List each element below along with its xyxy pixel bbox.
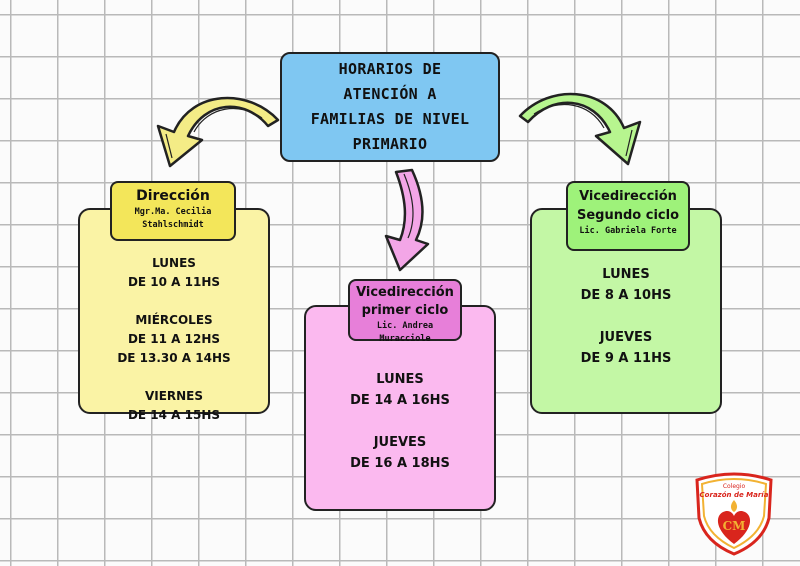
vice-segundo-heading-2: Segundo ciclo <box>576 208 679 223</box>
vice-segundo-person: Lic. Gabriela Forte <box>579 226 677 236</box>
direccion-day-1: LUNES <box>152 256 196 270</box>
direccion-time-1: DE 10 A 11HS <box>127 275 221 289</box>
vice-segundo-day-2: JUEVES <box>599 330 653 345</box>
logo-text-2: Corazón de María <box>700 491 769 499</box>
direccion-person-line-2: Stahlschmidt <box>142 220 204 230</box>
heart-icon <box>717 510 751 544</box>
vice-primer-day-2: JUEVES <box>373 435 427 450</box>
curved-arrow-left-icon <box>156 96 280 168</box>
direccion-time-2a: DE 11 A 12HS <box>127 332 221 346</box>
title-line-4: PRIMARIO <box>352 135 428 153</box>
direccion-panel: LUNES DE 10 A 11HS MIÉRCOLES DE 11 A 12H… <box>78 208 270 422</box>
curved-arrow-right-icon <box>518 92 642 166</box>
direccion-day-3: VIERNES <box>144 389 204 403</box>
vice-segundo-heading-1: Vicedirección <box>579 189 677 204</box>
vice-primer-panel: LUNES DE 14 A 16HS JUEVES DE 16 A 18HS <box>304 305 496 511</box>
vice-primer-time-1: DE 14 A 16HS <box>350 393 450 408</box>
flame-icon <box>730 500 738 512</box>
school-logo: Colegio Corazón de María CM <box>695 472 773 556</box>
direccion-time-3: DE 14 A 15HS <box>127 408 221 422</box>
vice-segundo-time-1: DE 8 A 10HS <box>580 288 672 303</box>
vice-primer-heading-2: primer ciclo <box>361 303 449 318</box>
title-box: HORARIOS DE ATENCIÓN A FAMILIAS DE NIVEL… <box>280 52 500 162</box>
direccion-person-line-1: Mgr.Ma. Cecilia <box>134 207 212 217</box>
vice-primer-label: Vicedirección primer ciclo Lic. Andrea M… <box>348 279 462 344</box>
vice-segundo-time-2: DE 9 A 11HS <box>580 351 672 366</box>
vice-primer-time-2: DE 16 A 18HS <box>350 456 450 471</box>
vice-primer-day-1: LUNES <box>376 372 424 387</box>
title-line-3: FAMILIAS DE NIVEL <box>310 110 470 128</box>
direccion-day-2: MIÉRCOLES <box>135 313 213 327</box>
logo-text-1: Colegio <box>723 483 746 490</box>
direccion-label: Dirección Mgr.Ma. Cecilia Stahlschmidt <box>110 181 236 241</box>
vice-primer-person: Lic. Andrea Muracciole <box>376 321 434 344</box>
logo-monogram: CM <box>723 519 746 533</box>
curved-arrow-down-icon <box>384 168 430 272</box>
vice-primer-heading-1: Vicedirección <box>356 285 454 300</box>
vice-segundo-day-1: LUNES <box>602 267 650 282</box>
title-line-2: ATENCIÓN A <box>343 85 437 103</box>
title-line-1: HORARIOS DE <box>338 60 442 78</box>
direccion-heading: Dirección <box>136 188 210 204</box>
vice-segundo-label: Vicedirección Segundo ciclo Lic. Gabriel… <box>566 181 690 251</box>
direccion-time-2b: DE 13.30 A 14HS <box>117 351 231 365</box>
